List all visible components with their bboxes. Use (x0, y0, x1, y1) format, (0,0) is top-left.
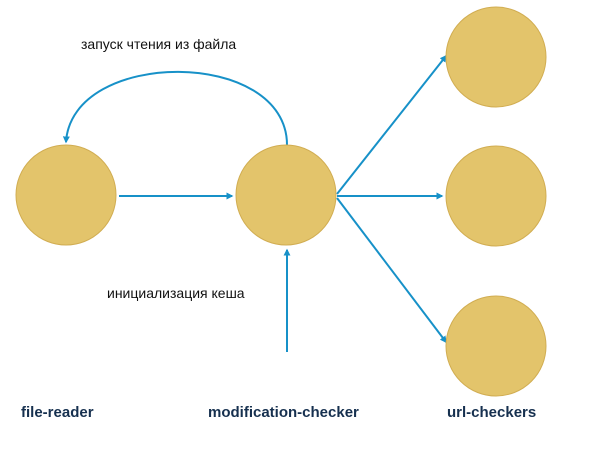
cache-init-annotation: инициализация кеша (107, 285, 245, 301)
url-checker-node-bottom (445, 295, 547, 397)
url-checker-node-top (445, 6, 547, 108)
url-checker-node-middle (445, 145, 547, 247)
read-loop-annotation: запуск чтения из файла (81, 36, 236, 52)
file-reader-node (15, 144, 117, 246)
loop-arrow-modification-to-file-reader (62, 70, 288, 146)
modification-checker-label: modification-checker (208, 404, 359, 421)
file-reader-label: file-reader (21, 404, 94, 421)
modification-checker-node (235, 144, 337, 246)
url-checkers-label: url-checkers (447, 404, 536, 421)
arrow-to-url-checker-top (336, 54, 447, 195)
arrow-to-url-checker-bottom (336, 197, 447, 344)
